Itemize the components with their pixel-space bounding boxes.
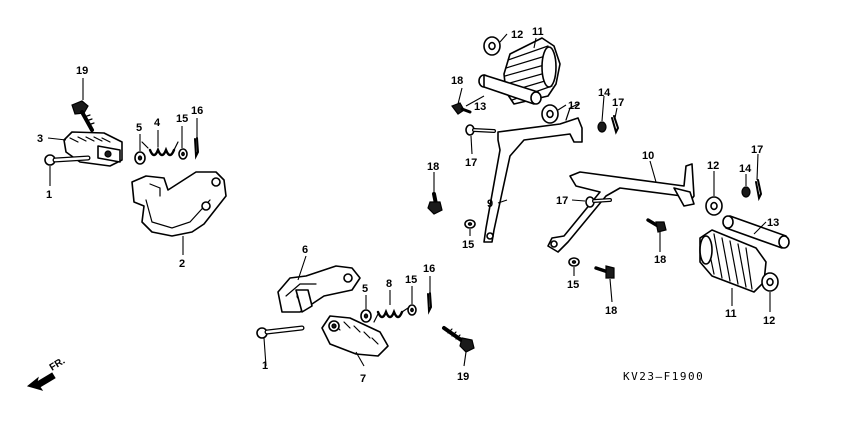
washer-15-upper: [178, 148, 188, 160]
callout-8: 8: [386, 278, 392, 290]
washer-15-mid: [464, 219, 476, 229]
clip-16-upper: [194, 137, 200, 160]
callout-18-right: 18: [654, 254, 666, 266]
bracket-6: [277, 265, 361, 313]
callout-11-top: 11: [532, 26, 544, 38]
nut-14-upper: [597, 121, 607, 133]
peg-rubber-11-top: [503, 37, 561, 105]
callout-17-left: 17: [465, 157, 477, 169]
callout-5-lower: 5: [362, 283, 368, 295]
clip-17-upper: [611, 115, 620, 135]
callout-18-lower: 18: [605, 305, 617, 317]
bracket-2: [131, 171, 227, 237]
callout-14-upper: 14: [598, 87, 611, 99]
callout-13-top: 13: [474, 101, 486, 113]
callout-16-upper: 16: [191, 105, 203, 117]
callout-14-right: 14: [739, 163, 752, 175]
bolt-19-lower: [442, 326, 475, 353]
callout-18-mid: 18: [427, 161, 439, 173]
callout-12-bottom: 12: [763, 315, 775, 327]
callout-16-lower: 16: [423, 263, 435, 275]
callout-6: 6: [302, 244, 308, 256]
stay-10: [547, 163, 695, 253]
callout-17-upper: 17: [612, 97, 624, 109]
callout-17-right: 17: [556, 195, 568, 207]
callout-4: 4: [154, 117, 161, 129]
callout-19-lower: 19: [457, 371, 469, 383]
washer-12-top: [483, 36, 501, 56]
callout-2: 2: [179, 258, 185, 270]
callout-1-upper: 1: [46, 189, 52, 201]
callout-12-right: 12: [707, 160, 719, 172]
pin-1-lower: [256, 325, 305, 339]
callout-19-upper: 19: [76, 65, 88, 77]
footpeg-7-lower: [321, 315, 389, 357]
washer-12-right: [705, 196, 723, 216]
pin-1-upper: [44, 154, 91, 166]
pin-17-left: [465, 124, 496, 136]
callout-labels: 19 3 1 5 4 15 16 2 6 1 7 5 8 15 16 19 12…: [37, 26, 779, 385]
callout-15-lower: 15: [405, 274, 417, 286]
clip-17-right: [755, 179, 763, 202]
callout-1-lower: 1: [262, 360, 268, 372]
pin-13-top: [478, 74, 542, 105]
peg-rubber-11-right: [699, 229, 767, 293]
callout-15-mid: 15: [462, 239, 474, 251]
callout-10: 10: [642, 150, 654, 162]
bolt-18-right: [646, 218, 667, 233]
clip-16-lower: [427, 292, 433, 315]
direction-label: FR.: [48, 356, 68, 374]
callout-7: 7: [360, 373, 366, 385]
washer-15-lower: [407, 304, 417, 316]
callout-3: 3: [37, 133, 43, 145]
bolt-18-lower: [594, 265, 615, 279]
pin-17-right: [585, 196, 612, 208]
stay-9: [483, 103, 583, 243]
washer-5-lower: [360, 309, 372, 323]
callout-11-right: 11: [725, 308, 737, 320]
diagram-code: KV23–F1900: [623, 370, 704, 383]
washer-15-right: [568, 257, 580, 267]
washer-12-bottom: [761, 272, 779, 292]
bolt-18-upper: [451, 102, 472, 115]
callout-13-right: 13: [767, 217, 779, 229]
nut-14-right: [741, 186, 751, 198]
callout-12-top: 12: [511, 29, 523, 41]
leader-lines: [47, 33, 771, 367]
washer-12-mid: [541, 104, 559, 124]
spring-4: [141, 141, 179, 157]
callout-9: 9: [487, 198, 493, 210]
callout-12-mid: 12: [568, 100, 580, 112]
callout-17-right-top: 17: [751, 144, 763, 156]
bolt-18-mid: [427, 192, 443, 215]
bolt-19-upper: [71, 100, 95, 132]
callout-5-upper: 5: [136, 122, 142, 134]
front-direction-arrow: FR.: [26, 356, 68, 391]
callout-15-upper: 15: [176, 113, 188, 125]
callout-15-right: 15: [567, 279, 579, 291]
callout-18-upper: 18: [451, 75, 463, 87]
spring-8: [373, 307, 409, 323]
washer-5-upper: [134, 151, 146, 165]
